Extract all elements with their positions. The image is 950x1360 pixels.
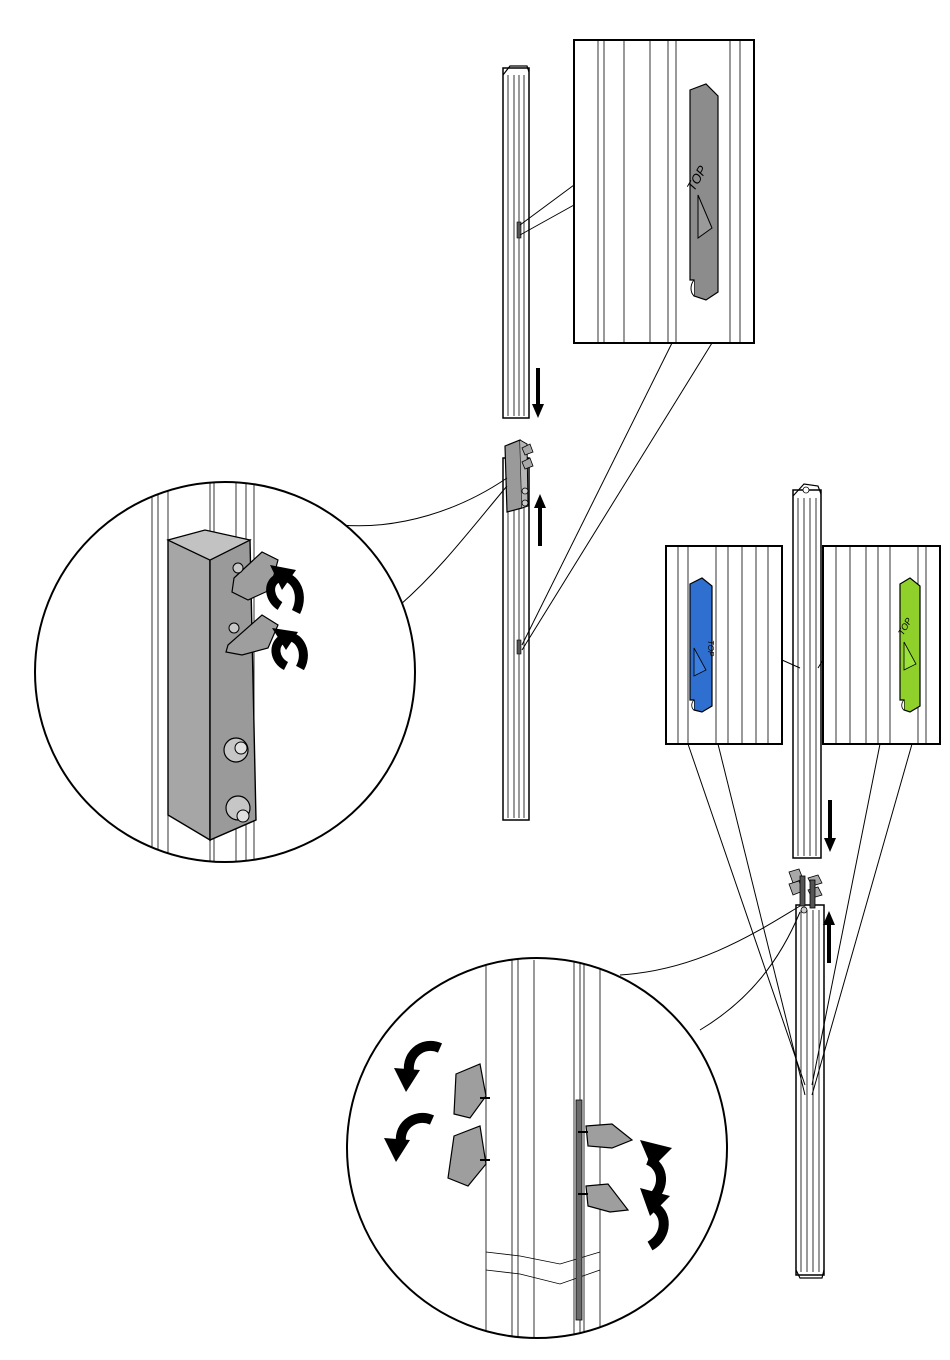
bolt-upper: [224, 738, 248, 762]
top-label-blue: TOP: [706, 640, 715, 657]
push-arrow-up-icon: [534, 494, 546, 546]
magnify-callout-box-green: TOP: [823, 546, 940, 744]
upper-post-right: [793, 484, 821, 858]
magnify-callout-circle-bottom: [347, 958, 727, 1340]
push-arrow-down-icon: [532, 368, 544, 418]
magnify-callout-box-blue: TOP: [666, 546, 782, 744]
push-arrow-up-icon: [823, 911, 835, 963]
magnify-callout-box-top: TOP: [574, 40, 754, 343]
push-arrow-down-icon: [824, 800, 836, 852]
lower-post-right: [796, 905, 824, 1278]
insert-blue: TOP: [690, 578, 715, 712]
insert-green: TOP: [896, 578, 920, 712]
magnify-callout-circle-left: [35, 470, 415, 870]
upper-post: [503, 66, 529, 418]
